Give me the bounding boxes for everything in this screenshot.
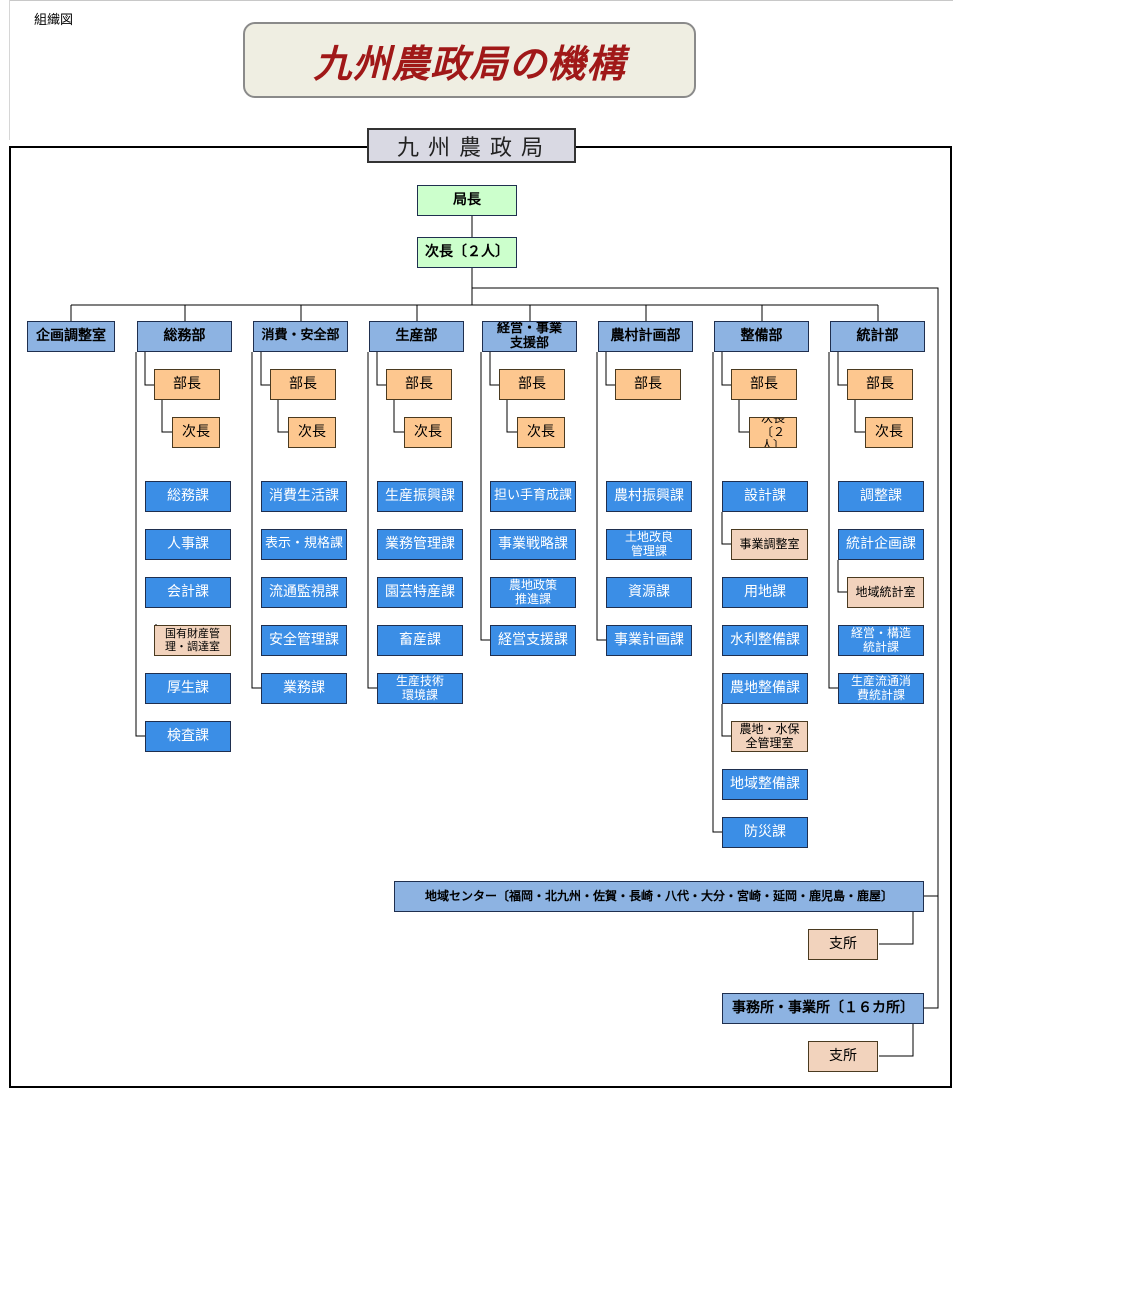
- tokei-deputy: 次長: [865, 417, 913, 448]
- section-seisan-4: 畜産課: [377, 625, 463, 656]
- section-shohi-1: 消費生活課: [261, 481, 347, 512]
- section-seibi-5: 地域整備課: [722, 769, 808, 800]
- soumu-deputy: 次長: [172, 417, 220, 448]
- dept-shohi-anzen: 消費・安全部: [253, 321, 348, 352]
- section-noson-2: 土地改良管理課: [606, 529, 692, 560]
- dept-soumu: 総務部: [137, 321, 232, 352]
- section-seibi-6: 防災課: [722, 817, 808, 848]
- section-tokei-2: 統計企画課: [838, 529, 924, 560]
- room-kokuyuu-zaisan: 国有財産管理・調達室: [154, 625, 231, 656]
- section-tokei-1: 調整課: [838, 481, 924, 512]
- soumu-head: 部長: [154, 369, 220, 400]
- section-tokei-3: 経営・構造統計課: [838, 625, 924, 656]
- section-noson-4: 事業計画課: [606, 625, 692, 656]
- section-soumu-1: 総務課: [145, 481, 231, 512]
- tokei-head: 部長: [847, 369, 913, 400]
- section-shohi-2: 表示・規格課: [261, 529, 347, 560]
- director-box: 局長: [417, 185, 517, 216]
- top-rule: [9, 0, 953, 1]
- dept-keiei-jigyo: 経営・事業支援部: [482, 321, 577, 352]
- section-soumu-5: 検査課: [145, 721, 231, 752]
- seibi-deputy: 次長〔２人〕: [749, 417, 797, 448]
- section-seibi-3: 水利整備課: [722, 625, 808, 656]
- shohi-deputy: 次長: [288, 417, 336, 448]
- dept-tokei: 統計部: [830, 321, 925, 352]
- deputy-director-box: 次長〔２人〕: [417, 237, 517, 268]
- section-soumu-2: 人事課: [145, 529, 231, 560]
- section-keiei-3: 農地政策推進課: [490, 577, 576, 608]
- section-seibi-4: 農地整備課: [722, 673, 808, 704]
- section-keiei-2: 事業戦略課: [490, 529, 576, 560]
- noson-head: 部長: [615, 369, 681, 400]
- dept-seibi: 整備部: [714, 321, 809, 352]
- section-soumu-4: 厚生課: [145, 673, 231, 704]
- page-title: 九州農政局の機構: [313, 41, 626, 86]
- seisan-deputy: 次長: [404, 417, 452, 448]
- section-shohi-3: 流通監視課: [261, 577, 347, 608]
- title-banner: 九州農政局の機構: [243, 22, 696, 98]
- section-seibi-1: 設計課: [722, 481, 808, 512]
- dept-seisan: 生産部: [369, 321, 464, 352]
- org-name: 九州農政局: [396, 135, 552, 161]
- branch-office-2: 支所: [808, 1041, 878, 1072]
- side-rule: [9, 0, 10, 140]
- org-name-banner: 九州農政局: [367, 128, 576, 163]
- section-seisan-3: 園芸特産課: [377, 577, 463, 608]
- section-seisan-5: 生産技術環境課: [377, 673, 463, 704]
- section-seisan-2: 業務管理課: [377, 529, 463, 560]
- shohi-head: 部長: [270, 369, 336, 400]
- branch-office-1: 支所: [808, 929, 878, 960]
- coordination-office: 企画調整室: [27, 321, 115, 352]
- dept-noson-keikaku: 農村計画部: [598, 321, 693, 352]
- section-tokei-4: 生産流通消費統計課: [838, 673, 924, 704]
- section-keiei-1: 担い手育成課: [490, 481, 576, 512]
- keiei-head: 部長: [499, 369, 565, 400]
- keiei-deputy: 次長: [517, 417, 565, 448]
- section-seisan-1: 生産振興課: [377, 481, 463, 512]
- section-soumu-3: 会計課: [145, 577, 231, 608]
- page-label: 組織図: [34, 13, 74, 28]
- room-nochi-mizu-hozen: 農地・水保全管理室: [731, 721, 808, 752]
- section-seibi-2: 用地課: [722, 577, 808, 608]
- regional-center: 地域センター〔福岡・北九州・佐賀・長崎・八代・大分・宮崎・延岡・鹿児島・鹿屋〕: [394, 881, 924, 912]
- section-shohi-5: 業務課: [261, 673, 347, 704]
- room-chiiki-tokei: 地域統計室: [847, 577, 924, 608]
- field-offices: 事務所・事業所〔１６カ所〕: [722, 993, 924, 1024]
- section-noson-3: 資源課: [606, 577, 692, 608]
- section-noson-1: 農村振興課: [606, 481, 692, 512]
- room-jigyo-chosei: 事業調整室: [731, 529, 808, 560]
- seisan-head: 部長: [386, 369, 452, 400]
- section-keiei-4: 経営支援課: [490, 625, 576, 656]
- seibi-head: 部長: [731, 369, 797, 400]
- section-shohi-4: 安全管理課: [261, 625, 347, 656]
